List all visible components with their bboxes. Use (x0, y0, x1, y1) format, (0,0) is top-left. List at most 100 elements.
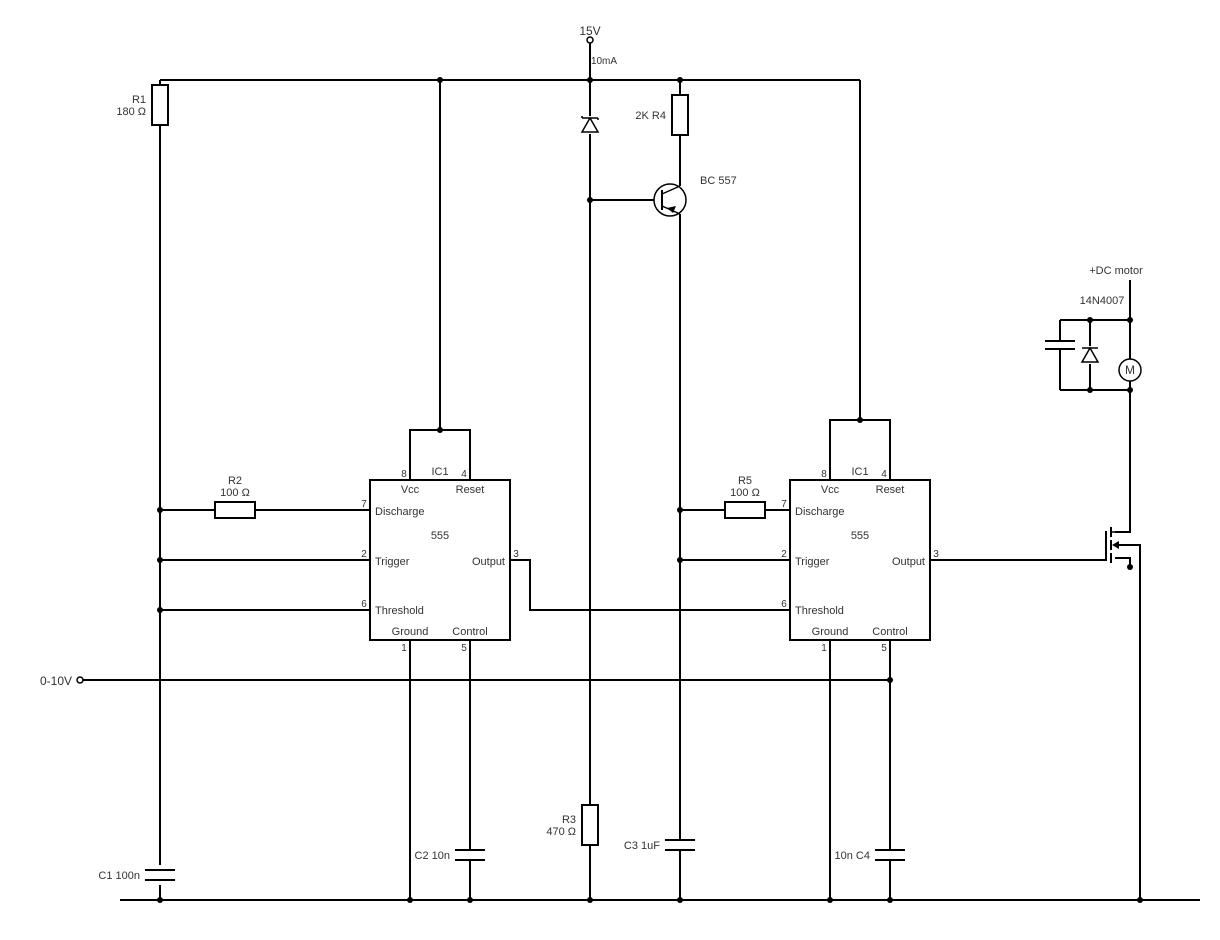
ic-left-reset-label: Reset (456, 484, 485, 496)
junction-dot (437, 77, 443, 83)
junction-dot (1127, 564, 1133, 570)
r5-value-label: 100 Ω (730, 487, 760, 499)
ic-right-pin2-num: 2 (781, 549, 787, 560)
junction-dot (407, 897, 413, 903)
junction-dot (1087, 317, 1093, 323)
transistor-arrow-icon (667, 206, 676, 213)
ic-left-pin8-num: 8 (401, 469, 407, 480)
r2-name-label: R2 (228, 475, 242, 487)
ic-left-pin2-num: 2 (361, 549, 367, 560)
labels: 15V 10mA 0-10V R1 180 Ω R2 100 Ω R3 470 … (40, 24, 1143, 882)
ic-left-trigger-label: Trigger (375, 556, 410, 568)
transistor-collector (661, 185, 681, 195)
junction-dot (157, 557, 163, 563)
ic-555-right: IC1 555 8 4 7 2 6 3 1 5 Vcc Reset Discha… (781, 466, 939, 654)
capacitor-c4 (875, 849, 905, 861)
r2-value-label: 100 Ω (220, 487, 250, 499)
motor-drain-wire (1115, 381, 1131, 533)
ic-left-control-label: Control (452, 626, 487, 638)
ic-left-pin4-num: 4 (461, 469, 467, 480)
r3-value-label: 470 Ω (546, 826, 576, 838)
junction-dots (157, 77, 1143, 903)
ic-right-threshold-label: Threshold (795, 605, 844, 617)
supply-terminal-icon (586, 36, 594, 44)
resistor-r1 (151, 84, 169, 126)
junction-dot (587, 197, 593, 203)
resistor-r5 (724, 501, 766, 519)
flyback-diode-triangle (1080, 346, 1100, 363)
junction-dot (1127, 317, 1133, 323)
junction-dot (587, 897, 593, 903)
ic-right-pin3-num: 3 (933, 549, 939, 560)
capacitor-snubber (1045, 340, 1075, 350)
ic-right-pin6-num: 6 (781, 599, 787, 610)
ic-left-vcc-label: Vcc (401, 484, 420, 496)
ic-right-reset-label: Reset (876, 484, 905, 496)
junction-dot (157, 607, 163, 613)
ic-right-control-label: Control (872, 626, 907, 638)
resistor-r2 (214, 501, 256, 519)
capacitors (145, 340, 1075, 881)
junction-dot (677, 557, 683, 563)
r1-name-label: R1 (132, 94, 146, 106)
mosfet-arrow-icon (1112, 541, 1119, 549)
motor-symbol: M (1125, 363, 1135, 377)
junction-dot (157, 507, 163, 513)
wires (83, 43, 1200, 901)
capacitor-c3 (665, 839, 695, 851)
transistor-label: BC 557 (700, 175, 737, 187)
junction-dot (587, 77, 593, 83)
input-label: 0-10V (40, 674, 72, 688)
ic-right-pin4-num: 4 (881, 469, 887, 480)
ic-right-vcc-label: Vcc (821, 484, 840, 496)
motor-supply-label: +DC motor (1089, 265, 1143, 277)
ic-right-body (789, 479, 931, 641)
r1-value-label: 180 Ω (116, 106, 146, 118)
zener-triangle (580, 116, 600, 133)
junction-dot (1087, 387, 1093, 393)
ic-right-type: 555 (851, 530, 869, 542)
diode-label: 14N4007 (1080, 295, 1125, 307)
motor-circle (1118, 358, 1142, 382)
ic-left-body (369, 479, 511, 641)
c1-label: C1 100n (98, 870, 140, 882)
junction-dot (887, 897, 893, 903)
junction-dot (677, 507, 683, 513)
junction-dot (827, 897, 833, 903)
ic-left-name: IC1 (431, 466, 448, 478)
supply-label: 15V (579, 24, 600, 38)
ic-left-discharge-label: Discharge (375, 506, 425, 518)
ic-right-discharge-label: Discharge (795, 506, 845, 518)
source-wire (1115, 544, 1141, 900)
ic-left-pin5-num: 5 (461, 643, 467, 654)
capacitor-c2 (455, 849, 485, 861)
flyback-diode (1080, 346, 1100, 363)
supply-current-label: 10mA (591, 56, 617, 67)
junction-dot (857, 417, 863, 423)
c2-label: C2 10n (415, 850, 450, 862)
ic-left-pin6-num: 6 (361, 599, 367, 610)
mosfet (1105, 527, 1119, 563)
pnp-transistor (653, 183, 687, 217)
c3-label: C3 1uF (624, 840, 660, 852)
junction-dot (887, 677, 893, 683)
resistor-r3 (581, 804, 599, 846)
ic-right-trigger-label: Trigger (795, 556, 830, 568)
c4-label: 10n C4 (835, 850, 870, 862)
junction-dot (467, 897, 473, 903)
junction-dot (437, 427, 443, 433)
junction-dot (1127, 387, 1133, 393)
ic-right-output-label: Output (892, 556, 925, 568)
ic-left-ground-label: Ground (392, 626, 429, 638)
left-ic-vcc-wire (409, 80, 471, 480)
ic-right-pin1-num: 1 (821, 643, 827, 654)
ic-555-left: IC1 555 8 4 7 2 6 3 1 5 Vcc Reset Discha… (361, 466, 519, 654)
ic-right-pin5-num: 5 (881, 643, 887, 654)
r3-name-label: R3 (562, 814, 576, 826)
r4-label: 2K R4 (635, 110, 666, 122)
r5-name-label: R5 (738, 475, 752, 487)
dc-motor: M (1118, 358, 1142, 382)
transistor-body (653, 183, 687, 217)
junction-dot (677, 897, 683, 903)
